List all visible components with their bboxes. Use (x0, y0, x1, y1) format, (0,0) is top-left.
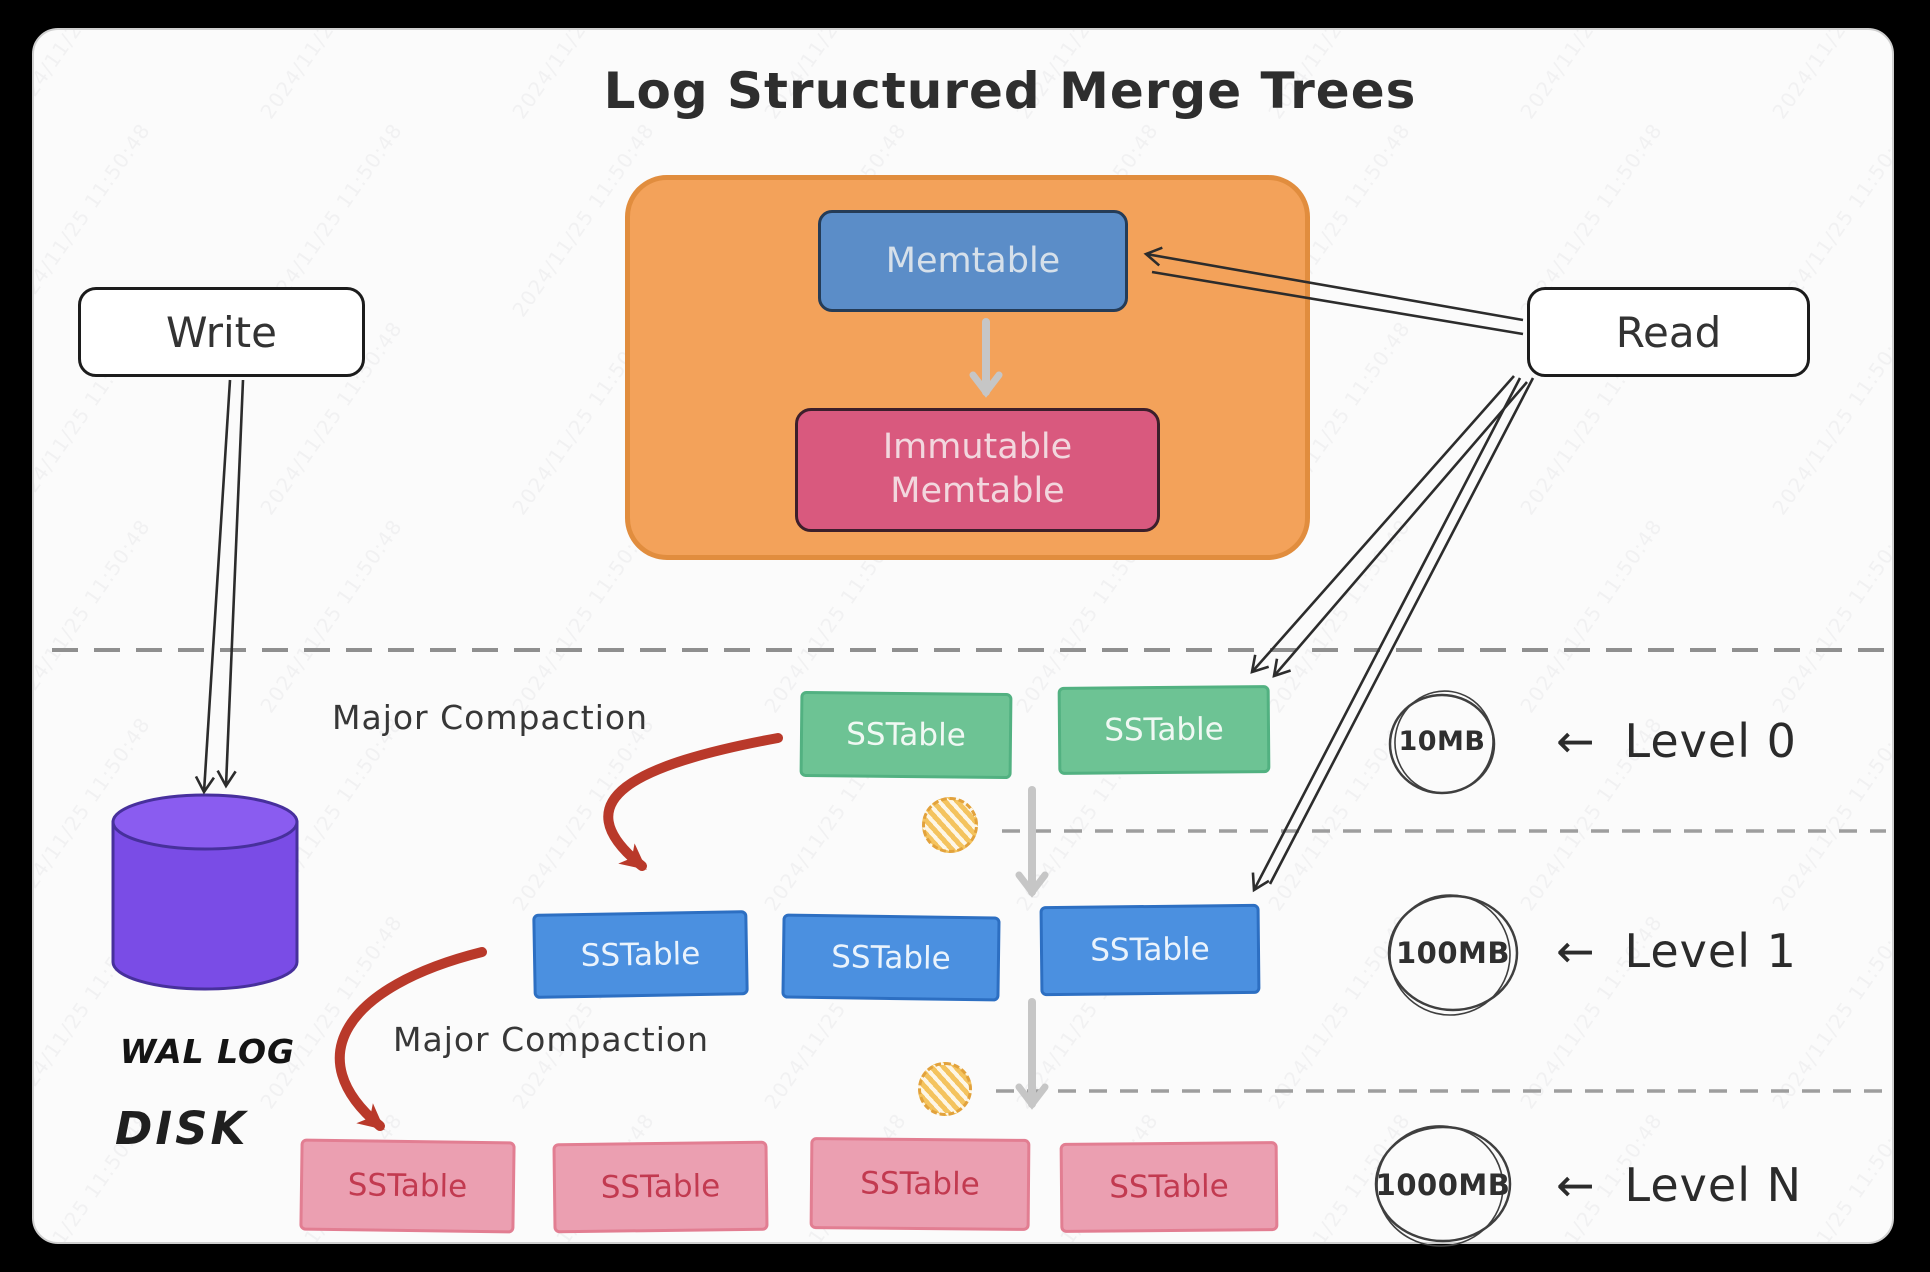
immutable-memtable-label: Immutable Memtable (882, 427, 1073, 511)
level0-label: Level 0 (1624, 714, 1797, 768)
sstable-l0-2: SSTable (1057, 685, 1271, 775)
sstable-ln-2: SSTable (552, 1140, 769, 1234)
level1-label: Level 1 (1624, 924, 1797, 978)
level1-size-badge: 100MB (1396, 936, 1510, 970)
level1-arrow-icon: ← (1556, 924, 1595, 978)
sstable-l1-2: SSTable (781, 913, 1001, 1002)
major-compaction-label-1: Major Compaction (332, 698, 649, 737)
memtable-node: Memtable (818, 210, 1128, 312)
merge-hatch-circle-2 (918, 1062, 972, 1116)
sstable-l0-1: SSTable (799, 690, 1013, 780)
wal-log-label: WAL LOG (119, 1032, 296, 1071)
sstable-l1-3: SSTable (1039, 903, 1261, 997)
level0-size-badge: 10MB (1398, 726, 1486, 757)
levelN-arrow-icon: ← (1556, 1158, 1595, 1212)
diagram-title: Log Structured Merge Trees (603, 62, 1417, 120)
major-compaction-label-2: Major Compaction (393, 1020, 710, 1059)
level0-row: ← Level 0 (1556, 714, 1797, 768)
merge-hatch-circle-1 (922, 797, 978, 853)
levelN-size-badge: 1000MB (1375, 1168, 1511, 1202)
level0-arrow-icon: ← (1556, 714, 1595, 768)
sstable-ln-3: SSTable (809, 1137, 1031, 1231)
disk-label: DISK (115, 1102, 249, 1155)
sstable-l1-1: SSTable (532, 910, 749, 999)
level1-row: ← Level 1 (1556, 924, 1797, 978)
sstable-ln-4: SSTable (1059, 1141, 1279, 1233)
read-node: Read (1527, 287, 1810, 377)
write-node: Write (78, 287, 365, 377)
levelN-label: Level N (1624, 1158, 1803, 1212)
levelN-row: ← Level N (1556, 1158, 1802, 1212)
sstable-ln-1: SSTable (299, 1138, 516, 1234)
immutable-memtable-node: Immutable Memtable (795, 408, 1160, 532)
